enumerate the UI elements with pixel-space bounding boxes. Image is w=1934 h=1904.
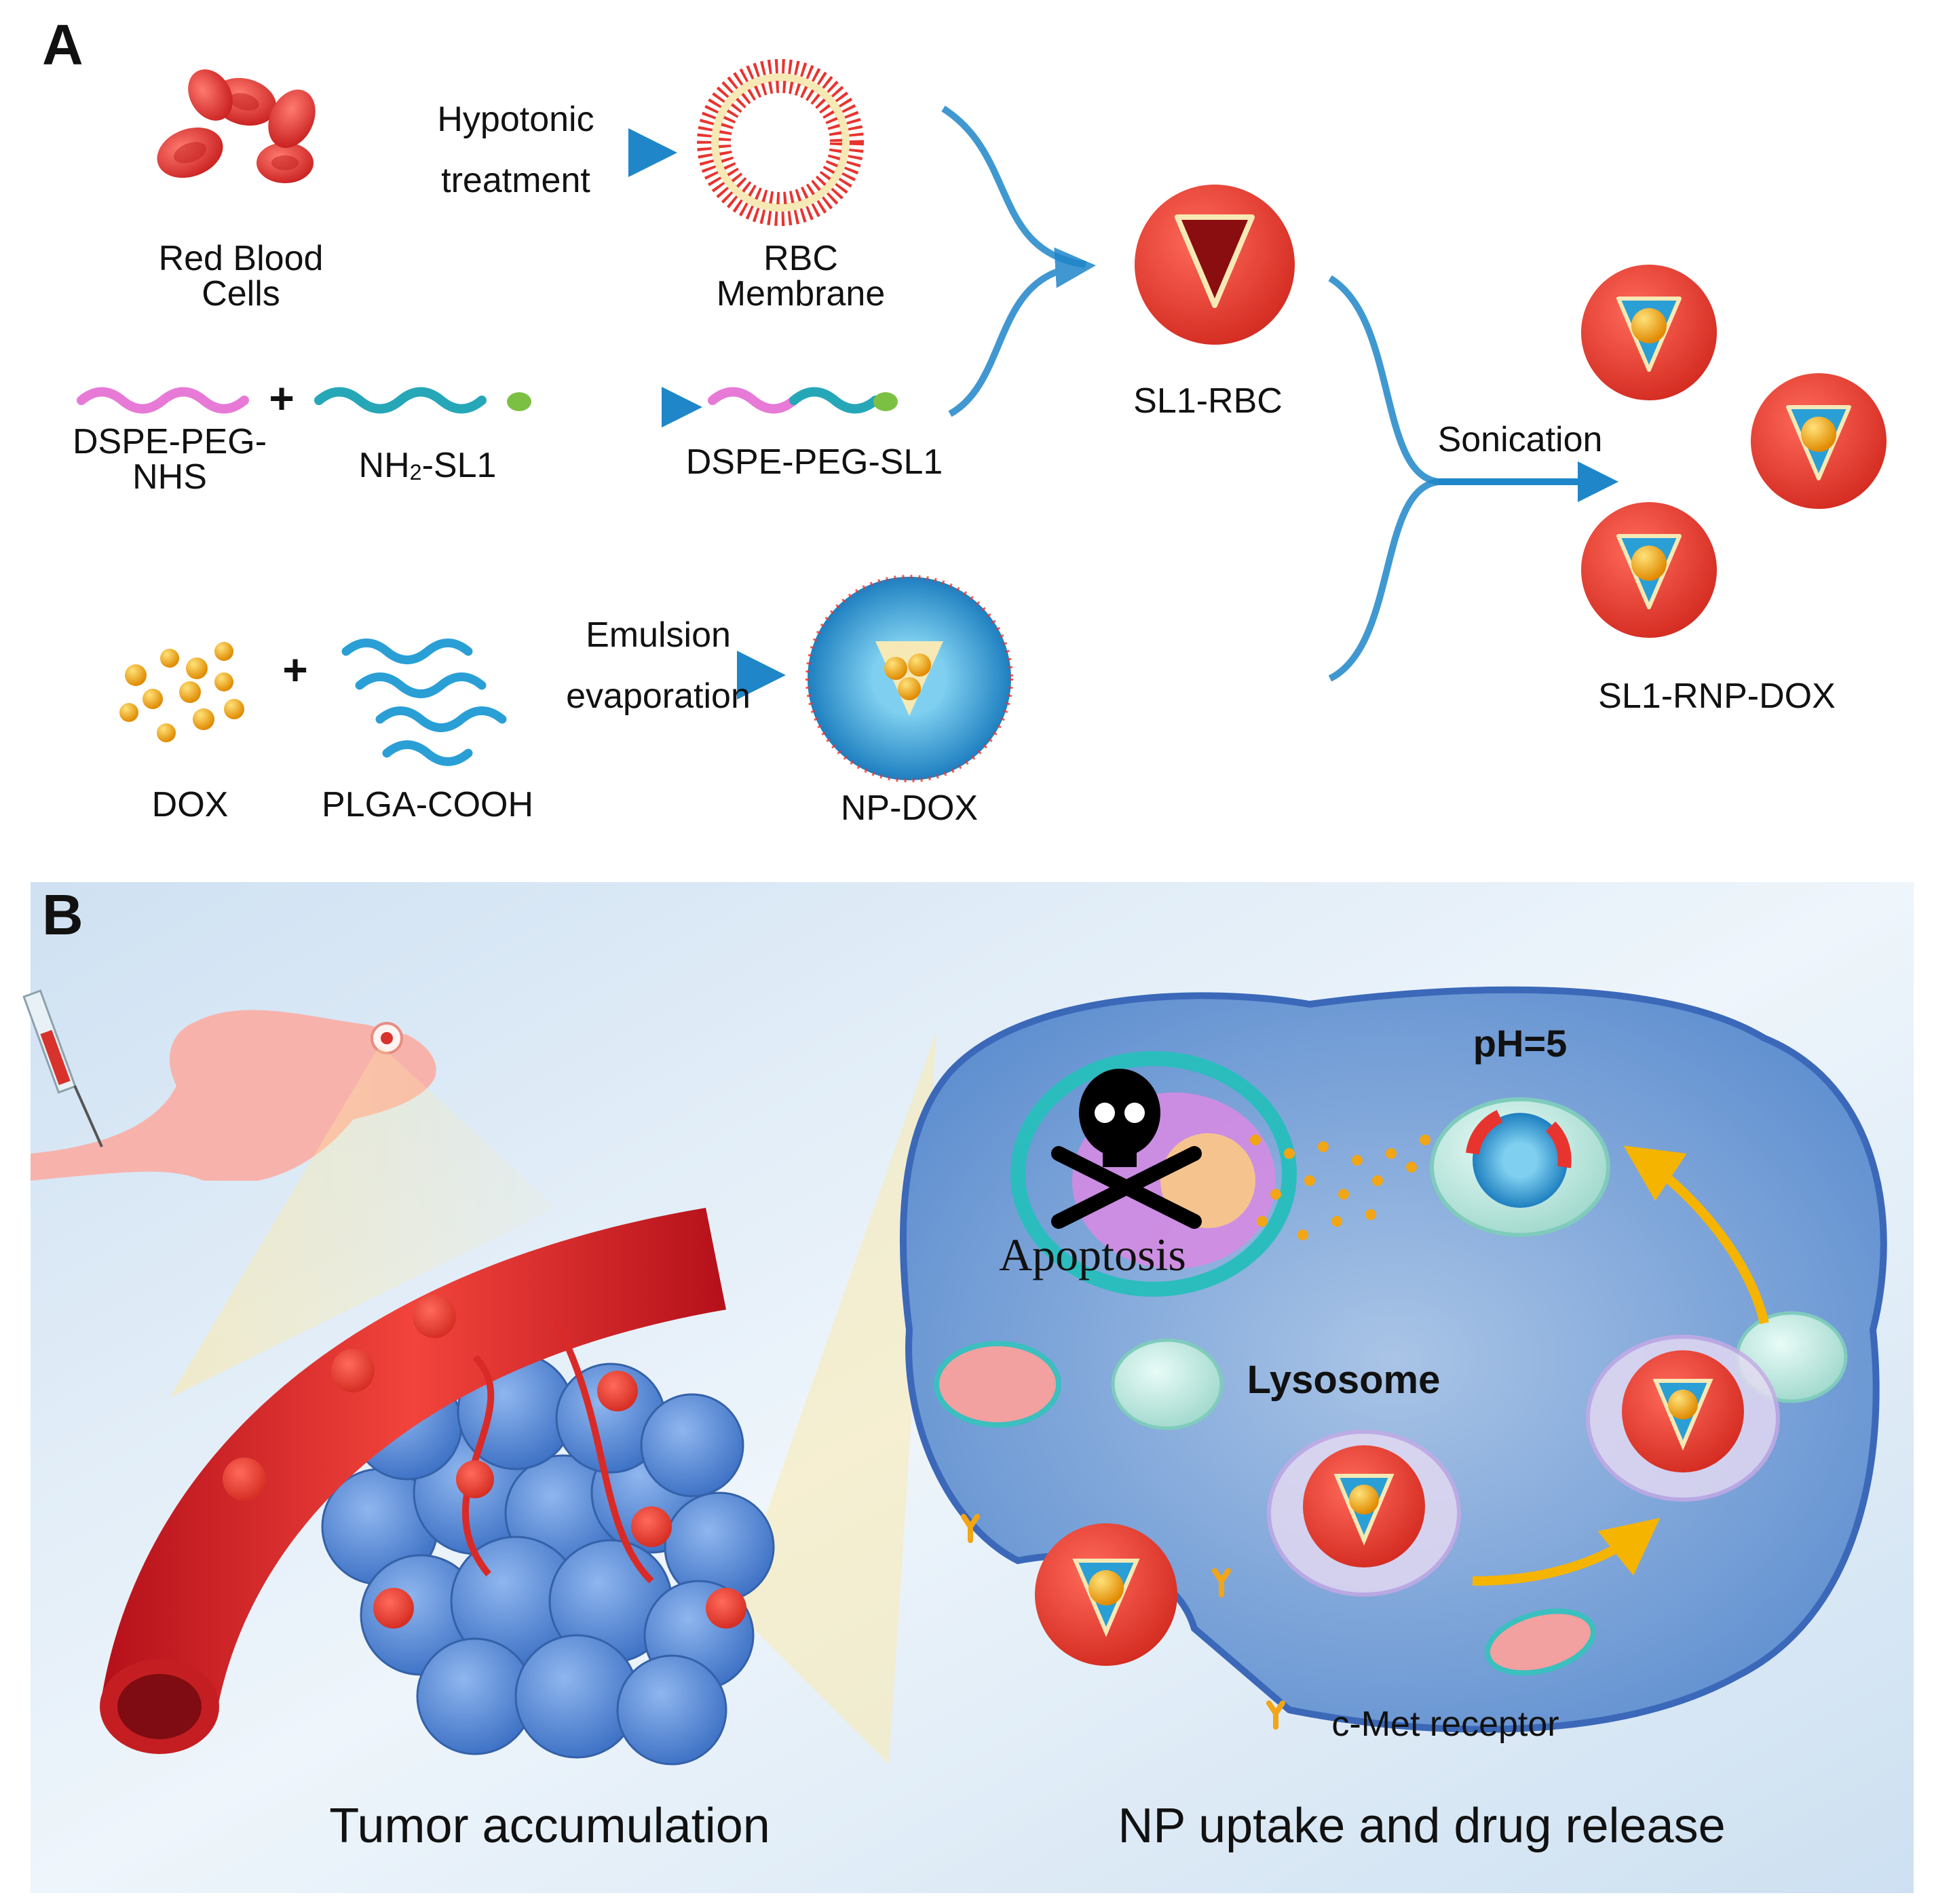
endosome-icon (1267, 1430, 1461, 1597)
skull-icon (1051, 1069, 1202, 1229)
dox-label: DOX (151, 785, 229, 824)
nanoparticles-in-tumor (223, 1295, 746, 1629)
binding-nanoparticle-icon (1035, 1523, 1177, 1666)
dox-particles-icon (119, 642, 244, 742)
membrane-label-line2: Membrane (716, 274, 886, 313)
sl1-rnp-dox-icon (1581, 265, 1886, 638)
blood-vessel-icon (100, 1208, 726, 1754)
dspe-peg-sl1-icon (708, 387, 898, 414)
zoom-cone-left (170, 1045, 556, 1398)
np-dox-label: NP-DOX (840, 788, 979, 828)
hypotonic-label-line2: treatment (441, 161, 590, 200)
dspe-label-line1: DSPE-PEG- (72, 422, 267, 461)
apoptosis-label: Apoptosis (999, 1229, 1186, 1280)
panel-a-letter: A (42, 13, 83, 77)
rbc-label: Red Blood Cells (129, 241, 353, 311)
mitochondrion-icon (934, 1341, 1061, 1428)
endolysosome-icon (1430, 1097, 1610, 1237)
dspe-label-line2: NHS (132, 457, 207, 497)
nh2-suffix: -SL1 (421, 446, 497, 485)
dspe-peg-nhs-icon (77, 387, 249, 414)
sl1-rbc-icon (1135, 185, 1295, 345)
sl1-rnp-dox-label: SL1-RNP-DOX (1598, 677, 1836, 716)
endosome-icon-2 (1586, 1335, 1780, 1502)
c-met-receptor-label: c-Met receptor (1331, 1705, 1559, 1744)
merge-curve-top (941, 105, 1086, 268)
plga-cooh-icon (341, 639, 507, 766)
c-met-receptor-icon (961, 1514, 1285, 1730)
rbc-label-line1: Red Blood (158, 239, 324, 278)
trafficking-arrow-1 (1472, 1517, 1661, 1586)
np-dox-icon (805, 575, 1013, 782)
zoom-cone-right (733, 1031, 936, 1764)
merge-curve-bottom (948, 247, 1096, 417)
red-blood-cells-icon (157, 69, 316, 183)
nh2-subscript: 2 (409, 459, 422, 484)
plus-sign-1: + (269, 374, 295, 423)
lysosome-label: Lysosome (1247, 1358, 1441, 1402)
rbc-membrane-icon (697, 59, 864, 226)
plus-sign-2: + (282, 645, 308, 694)
lysosome-vesicle-icon (1111, 1338, 1224, 1430)
rbc-label-line2: Cells (202, 274, 280, 313)
emulsion-label-line2: evaporation (566, 677, 751, 716)
ph-label: pH=5 (1473, 1022, 1568, 1065)
tumor-accumulation-caption: Tumor accumulation (329, 1799, 770, 1853)
np-uptake-caption: NP uptake and drug release (1118, 1799, 1726, 1853)
sonication-label: Sonication (1437, 420, 1603, 459)
drug-release-dots (1250, 1135, 1430, 1240)
sonication-curve-top (1328, 275, 1439, 485)
plga-label: PLGA-COOH (321, 785, 534, 824)
nh2-sl1-icon (314, 387, 531, 414)
syringe-icon (22, 989, 103, 1147)
sl1-rbc-label: SL1-RBC (1133, 381, 1283, 421)
membrane-label-line1: RBC (763, 239, 838, 278)
mitochondrion-icon-2 (1484, 1608, 1597, 1676)
dspe-sl1-label: DSPE-PEG-SL1 (685, 442, 943, 482)
panel-b-letter: B (42, 883, 83, 947)
nh2-prefix: NH (358, 446, 410, 485)
emulsion-label-line1: Emulsion (586, 615, 731, 655)
sonication-curve-bottom (1328, 478, 1439, 682)
tumor-cluster-icon (321, 1352, 775, 1766)
nh2-sl1-label: NH2-SL1 (319, 448, 536, 483)
dspe-label: DSPE-PEG- NHS (48, 424, 292, 495)
trafficking-arrow-2 (1623, 1145, 1769, 1325)
hypotonic-label-line1: Hypotonic (437, 100, 594, 139)
membrane-label: RBC Membrane (685, 241, 916, 311)
